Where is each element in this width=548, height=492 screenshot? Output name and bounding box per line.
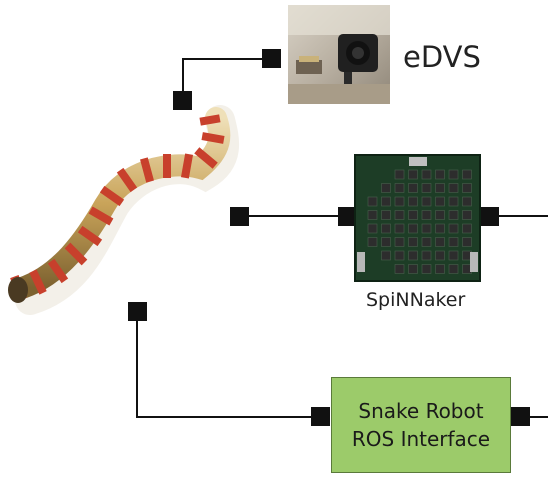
spinnaker-chip (381, 223, 391, 234)
spinnaker-chip (381, 250, 391, 261)
connector-lines (136, 58, 548, 418)
spinnaker-chip (394, 196, 405, 207)
spinnaker-chip (394, 169, 405, 180)
spinnaker-label: SpiNNaker (366, 289, 466, 311)
spinnaker-chip (394, 237, 405, 247)
spinnaker-chip (435, 196, 445, 207)
spinnaker-chip (408, 264, 418, 274)
spinnaker-board (354, 154, 481, 282)
spinnaker-chip (435, 169, 445, 180)
spinnaker-chip (381, 237, 391, 247)
spinnaker-chip (448, 250, 459, 261)
edvs-camera-photo (288, 5, 390, 104)
spinnaker-chip (435, 250, 445, 261)
spinnaker-chip (448, 264, 459, 274)
spinnaker-chip (448, 210, 459, 220)
spinnaker-chip (394, 223, 405, 234)
spinnaker-chip (367, 210, 378, 220)
spinnaker-chip (421, 250, 432, 261)
spinnaker-chip (381, 210, 391, 220)
ros-interface-node: Snake Robot ROS Interface (331, 377, 511, 473)
spinnaker-chip (462, 237, 472, 247)
connector-ports (128, 49, 530, 426)
spinnaker-chip (448, 196, 459, 207)
spinnaker-chip (367, 237, 378, 247)
spinnaker-chip (408, 169, 418, 180)
spinnaker-chip (408, 237, 418, 247)
spinnaker-chip (394, 264, 405, 274)
spinnaker-chip (448, 169, 459, 180)
spinnaker-chip (408, 196, 418, 207)
spinnaker-chip (435, 183, 445, 193)
spinnaker-chip (421, 196, 432, 207)
spinnaker-chip (462, 169, 472, 180)
snake-top-port (173, 91, 192, 110)
spinnaker-chip (462, 210, 472, 220)
ros-right-port (511, 407, 530, 426)
spinnaker-chip (367, 223, 378, 234)
ros-interface-title-line2: ROS Interface (351, 427, 491, 451)
edvs-connector (182, 58, 270, 101)
spinnaker-chip (435, 237, 445, 247)
spinnaker-chip (408, 210, 418, 220)
spinnaker-chip (394, 183, 405, 193)
ros-left-port (311, 407, 330, 426)
spinnaker-chip (462, 183, 472, 193)
snake-bottom-port (128, 302, 147, 321)
spinnaker-chip (421, 264, 432, 274)
spinnaker-left-port (338, 207, 357, 226)
spinnaker-chip (435, 210, 445, 220)
spinnaker-chip (421, 210, 432, 220)
spinnaker-chip (381, 196, 391, 207)
spinnaker-chip (421, 237, 432, 247)
spinnaker-chip (394, 250, 405, 261)
spinnaker-chip (448, 237, 459, 247)
spinnaker-chip (462, 223, 472, 234)
spinnaker-chip-grid (367, 169, 472, 274)
snake-robot-photo (8, 105, 240, 315)
spinnaker-chip (408, 250, 418, 261)
spinnaker-chip (421, 183, 432, 193)
spinnaker-chip (367, 196, 378, 207)
edvs-port (262, 49, 281, 68)
spinnaker-chip (448, 183, 459, 193)
spinnaker-chip (448, 223, 459, 234)
spinnaker-chip (462, 196, 472, 207)
snake-segments (10, 114, 225, 301)
spinnaker-chip (408, 223, 418, 234)
spinnaker-chip (394, 210, 405, 220)
spinnaker-chip (408, 183, 418, 193)
spinnaker-right-port (480, 207, 499, 226)
edvs-label: eDVS (403, 40, 481, 74)
spinnaker-chip (381, 183, 391, 193)
spinnaker-chip (421, 169, 432, 180)
spinnaker-chip (421, 223, 432, 234)
snake-ros-connector (136, 312, 320, 418)
ros-interface-title-line1: Snake Robot (358, 399, 484, 423)
snake-right-port (230, 207, 249, 226)
spinnaker-chip (435, 264, 445, 274)
spinnaker-chip (435, 223, 445, 234)
